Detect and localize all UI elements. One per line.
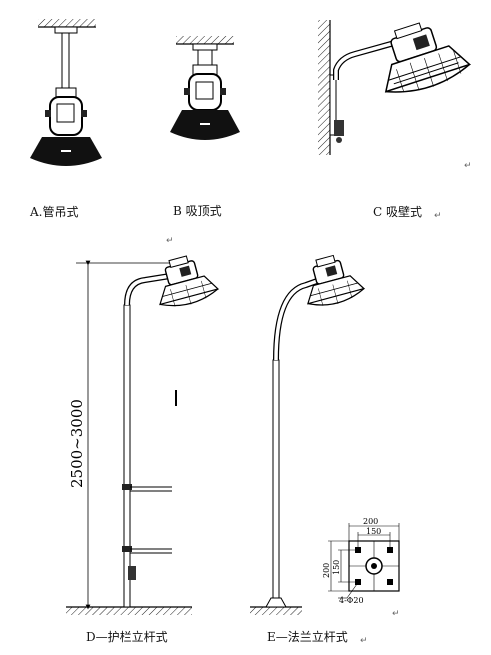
return-mark: ↵ (464, 161, 472, 171)
return-mark: ↵ (166, 236, 174, 246)
pole-height-dimension: 2500~3000 (68, 399, 86, 488)
fixture-c-wall (318, 20, 472, 155)
caption-a: A.管吊式 (30, 205, 79, 219)
text-cursor (175, 390, 177, 406)
fixture-e-flange-pole (250, 254, 366, 615)
flange-inner-height: 150 (332, 560, 341, 575)
fixture-b-ceiling (170, 36, 240, 140)
fixture-d-guardrail-pole (66, 255, 220, 615)
caption-c: C 吸壁式 (373, 205, 422, 219)
flange-outer-width: 200 (363, 517, 378, 526)
caption-b: B 吸顶式 (173, 204, 222, 218)
flange-inner-width: 150 (366, 527, 381, 536)
flange-plate-detail (328, 523, 400, 599)
return-mark: ↵ (392, 609, 400, 619)
caption-e: E—法兰立杆式 (267, 630, 348, 644)
flange-outer-height: 200 (322, 563, 331, 578)
fixture-a-pendant (30, 19, 102, 166)
caption-d: D—护栏立杆式 (86, 630, 168, 644)
return-mark: ↵ (434, 211, 442, 221)
flange-bolt-holes: 4-Φ20 (339, 596, 364, 605)
return-mark: ↵ (360, 636, 368, 646)
